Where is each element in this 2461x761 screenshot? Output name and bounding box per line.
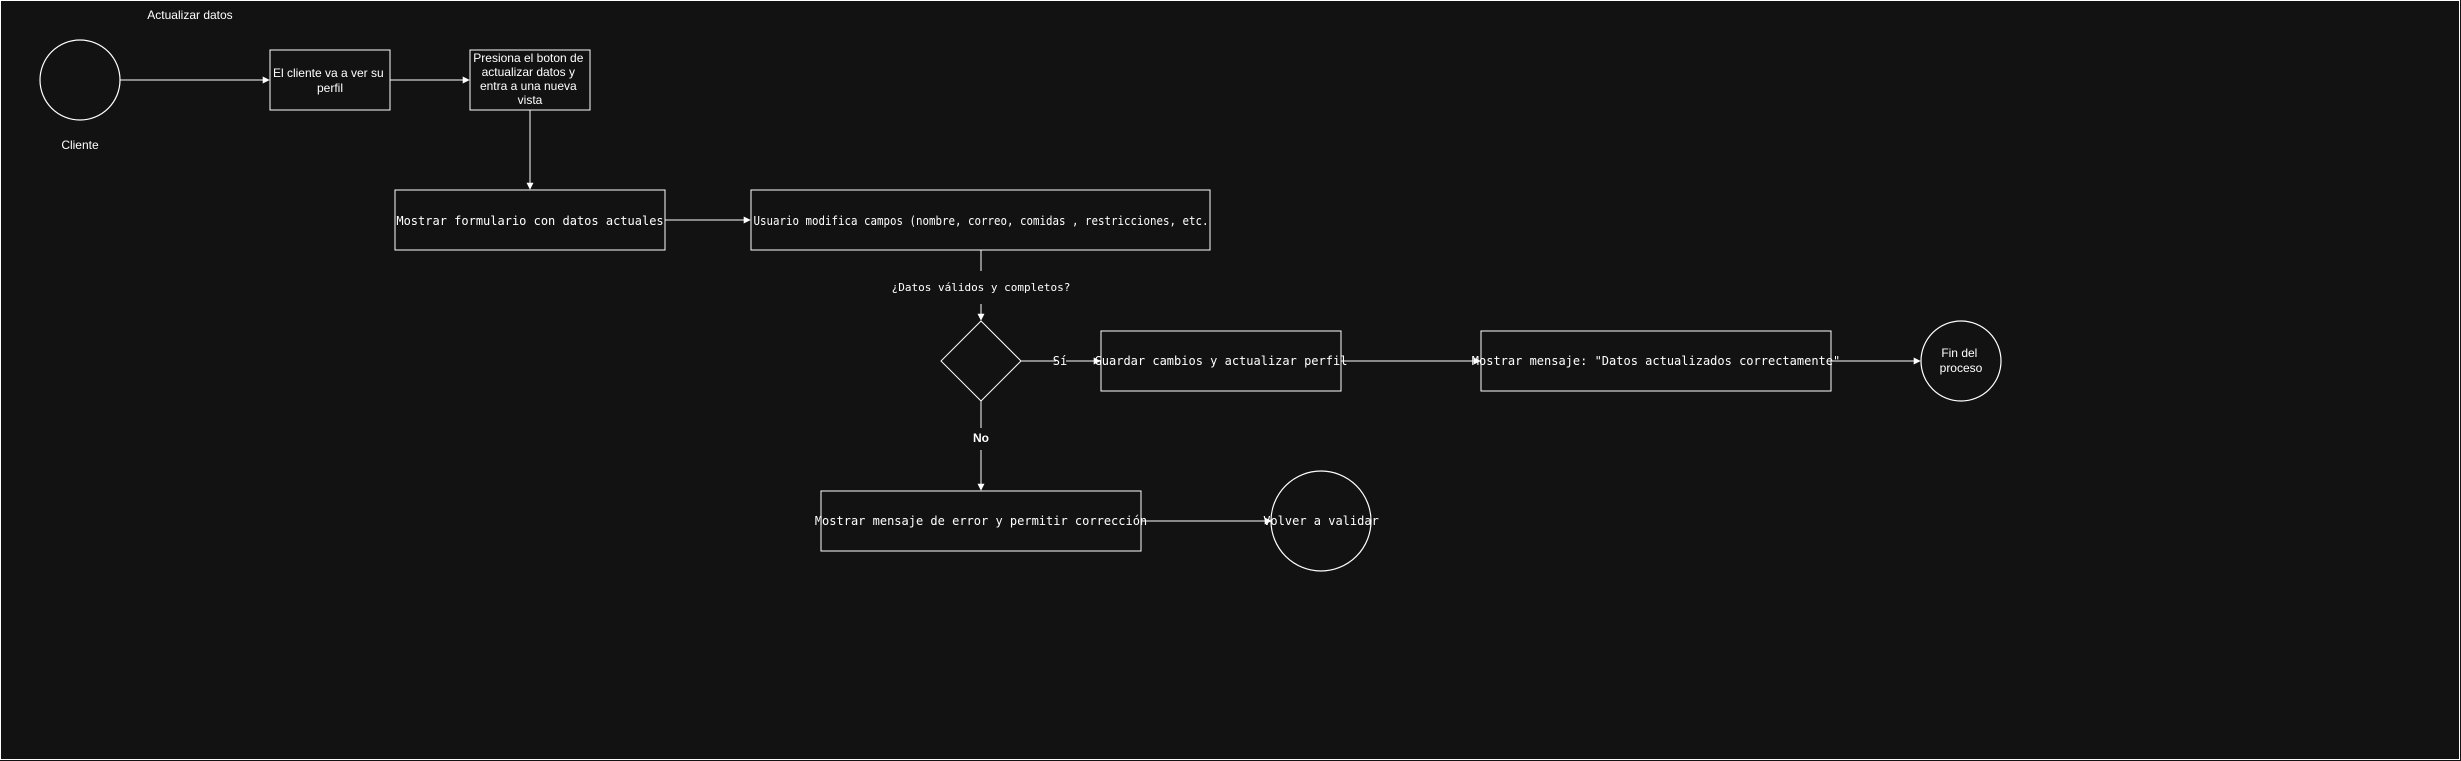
step-message-text: Mostrar mensaje: "Datos actualizados cor… [1472,354,1840,368]
step-button-line: vista [518,93,543,107]
end-label-line: Fin del [1941,346,1977,360]
step-save-text: Guardar cambios y actualizar perfil [1095,354,1348,368]
step-button-line: actualizar datos y [482,65,575,79]
step-form-text: Mostrar formulario con datos actuales [396,214,663,228]
step-profile-line: perfil [317,81,343,95]
end-label: Fin del proceso [1940,346,1983,375]
revalidate-label: Volver a validar [1263,514,1379,528]
step-modify-text: Usuario modifica campos (nombre, correo,… [754,214,1209,228]
end-label-line: proceso [1940,361,1983,375]
step-button-text: Presiona el boton de actualizar datos y … [473,51,586,107]
step-button-line: entra a una nueva [480,79,577,93]
step-profile-text: El cliente va a ver su perfil [273,66,387,95]
label-no: No [973,431,989,445]
revalidate-circle[interactable] [1270,470,1372,572]
actor-label: Cliente [61,138,99,152]
end-circle[interactable] [1920,320,2002,402]
step-button-line: Presiona el boton de [473,51,583,65]
decision-question-label: ¿Datos válidos y completos? [892,281,1071,294]
step-error-text: Mostrar mensaje de error y permitir corr… [815,514,1147,528]
step-profile-line: El cliente va a ver su [273,66,384,80]
diagram-title: Actualizar datos [147,8,232,22]
label-yes: Sí [1053,354,1067,368]
